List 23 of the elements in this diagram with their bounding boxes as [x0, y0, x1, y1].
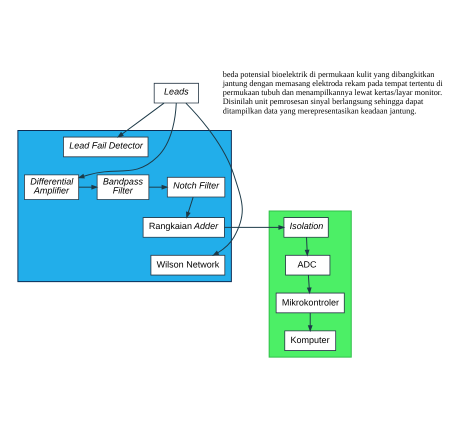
node-box: Rangkaian Adder: [142, 216, 225, 238]
node-box: Notch Filter: [166, 176, 226, 197]
node-box: Lead Fail Detector: [63, 136, 148, 157]
arrow: [308, 312, 313, 332]
node-box: Mikrokontroler: [276, 292, 345, 313]
node-box: Differential Amplifier: [24, 174, 80, 200]
arrow: [78, 184, 98, 190]
arrow: [148, 184, 168, 190]
node-box: Leads: [154, 82, 199, 103]
cluster: [268, 210, 352, 358]
arrow: [306, 274, 312, 294]
node-box: ADC: [285, 254, 330, 275]
node-box: Wilson Network: [150, 254, 226, 275]
label: beda potensial bioelektrik di permukaan kulit yang dibangkitkan jantung dengan memasang elektroda rekam pada tempat tertentu di permukaan tubuh dan menampilkannya lewat kertas/layar monitor. Disinilah unit pemrosesan sinyal berlangsung sehingga dapat ditampilkan data yang merepresentasikan keadaan jantung.: [222, 70, 443, 115]
node-box: Bandpass Filter: [96, 174, 150, 200]
arrow: [185, 102, 243, 256]
node-box: Komputer: [284, 330, 336, 350]
node-box: Isolation: [284, 216, 329, 238]
arrow: [304, 236, 310, 256]
arrow: [224, 224, 286, 230]
arrow: [186, 196, 194, 218]
arrow: [116, 102, 165, 138]
arrow: [78, 102, 177, 178]
